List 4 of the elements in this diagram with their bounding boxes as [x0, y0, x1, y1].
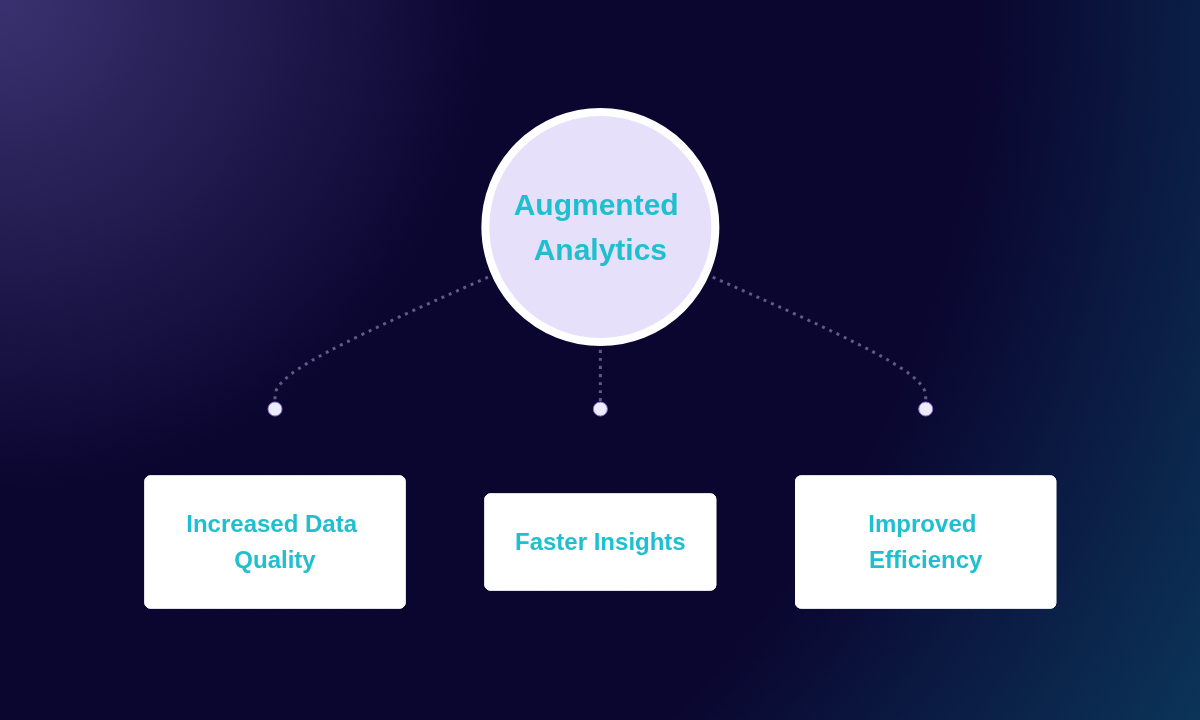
- node-circle: [592, 401, 608, 417]
- node-circle: [267, 401, 283, 417]
- node-circle: [917, 401, 933, 417]
- node-circle: Augmented Analytics: [481, 108, 719, 346]
